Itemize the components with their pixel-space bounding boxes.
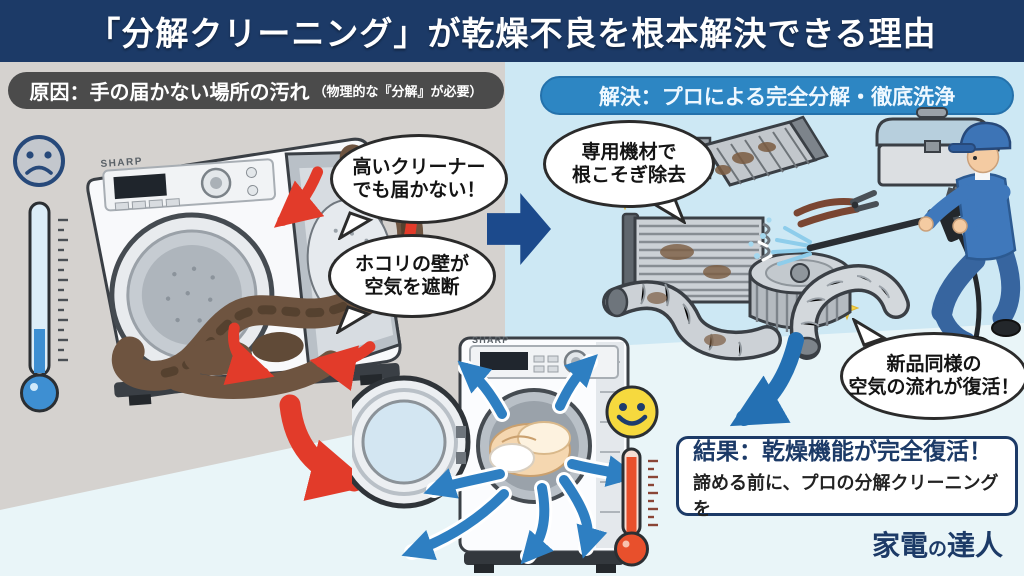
technician [806, 121, 1021, 354]
brand-label: SHARP [472, 335, 510, 345]
technician-head [948, 121, 1012, 174]
result-subline: 諦める前に、プロの分解クリーニングを [693, 472, 999, 519]
solution-bubble-equipment: 専用機材で 根こそぎ除去 [543, 120, 715, 208]
bubble-text: 新品同様の [886, 353, 982, 375]
bubble-text: 空気の流れが復活！ [848, 377, 1020, 398]
cause-bubble-dust-wall: ホコリの壁が 空気を遮断 [328, 234, 496, 318]
logo-text: 家電 [872, 530, 929, 561]
washer-display [113, 173, 167, 200]
result-headline: 結果：乾燥機能が完全復活！ [693, 437, 992, 464]
page-title: 「分解クリーニング」が乾燥不良を根本解決できる理由 [87, 15, 937, 52]
bubble-tail [336, 305, 372, 334]
bubble-text: 専用機材で [581, 141, 677, 163]
bubble-tail [338, 211, 374, 240]
water-spray [748, 217, 812, 266]
laundry-towels [489, 421, 571, 477]
arrow-down-icon [729, 332, 804, 427]
hot-thermometer-icon [614, 447, 658, 567]
clean-washer-display [480, 352, 528, 370]
bubble-text: ホコリの壁が [354, 253, 469, 275]
cold-thermometer-icon [20, 201, 68, 413]
clean-washer-illustration: SHARP [352, 335, 640, 573]
cause-header-note: （物理的な『分解』が必要） [313, 84, 483, 99]
bubble-text: でも届かない！ [352, 180, 486, 201]
washer-control-panel [102, 158, 277, 212]
cause-header-text: 原因：手の届かない場所の汚れ [29, 82, 310, 104]
site-logo: 家電 の 達人 [872, 524, 1003, 564]
toolbox [875, 107, 991, 187]
bubble-text: 高いクリーナー [352, 156, 486, 178]
pliers [793, 190, 879, 228]
bubble-text: 空気を遮断 [364, 277, 460, 298]
title-bar: 「分解クリーニング」が乾燥不良を根本解決できる理由 [0, 0, 1024, 62]
clean-washer-door-open [352, 375, 471, 509]
logo-text: 達人 [947, 530, 1004, 561]
smiley-face-icon [605, 385, 659, 439]
airflow-arrows [401, 354, 640, 565]
technician-cap [959, 121, 1012, 152]
cause-bubble-cleaner: 高いクリーナー でも届かない！ [330, 134, 508, 224]
solution-header-text: 解決：プロによる完全分解・徹底洗浄 [598, 85, 956, 109]
arrow-red-icon [279, 394, 373, 501]
logo-particle: の [928, 539, 948, 560]
sad-face-icon [13, 135, 65, 187]
duct-hose-dirty [602, 280, 782, 361]
brand-label: SHARP [100, 156, 143, 170]
result-box: 結果：乾燥機能が完全復活！ 諦める前に、プロの分解クリーニングを [676, 436, 1018, 519]
solution-bubble-airflow: 新品同様の 空気の流れが復活！ [840, 332, 1024, 420]
technician-back-leg [991, 246, 1021, 337]
cause-header: 原因：手の届かない場所の汚れ （物理的な『分解』が必要） [8, 72, 504, 109]
bubble-text: 根こそぎ除去 [571, 165, 686, 186]
